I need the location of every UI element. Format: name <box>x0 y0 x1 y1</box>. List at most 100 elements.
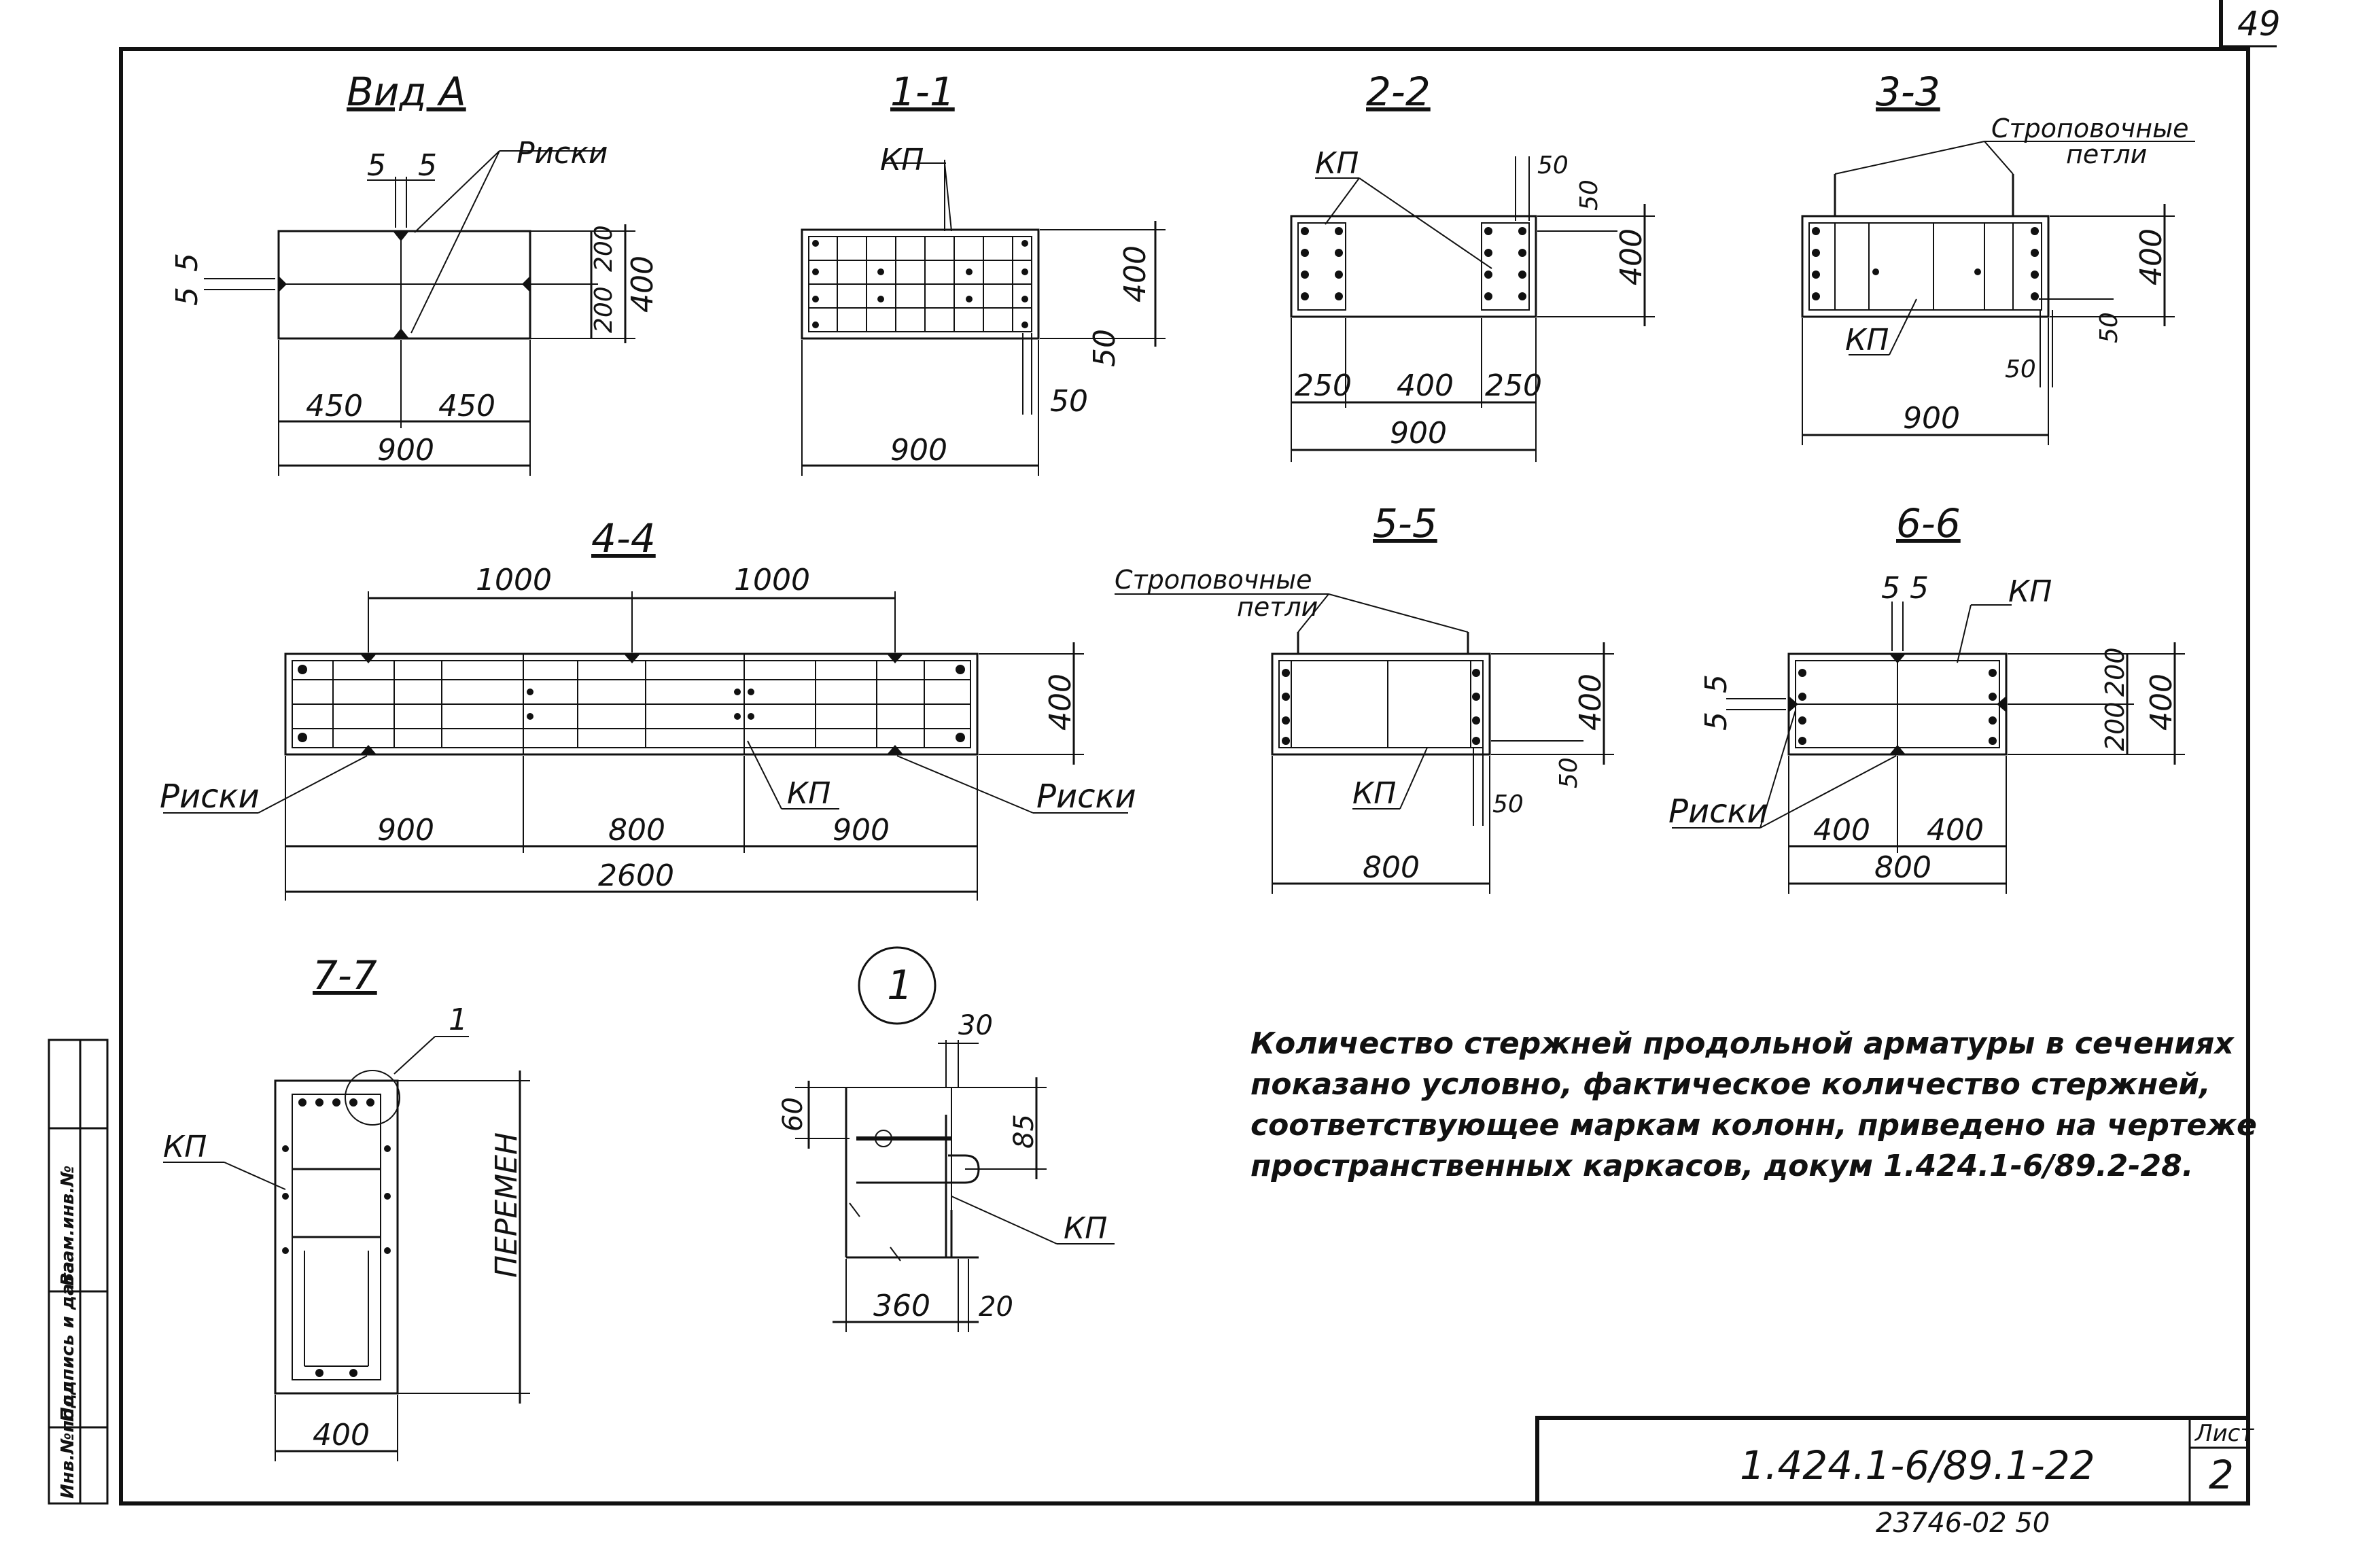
note-line-3: соответствующее маркам колонн, приведено… <box>1250 1108 2257 1143</box>
page-number: 49 <box>2237 4 2281 43</box>
section-4-4-w3: 900 <box>833 813 890 848</box>
section-3-3 <box>1801 141 2195 445</box>
section-3-3-kp: КП <box>1845 323 1889 358</box>
note-line-1: Количество стержней продольной арматуры … <box>1250 1026 2235 1061</box>
section-4-4-title: 4-4 <box>591 515 656 561</box>
view-a-mark-b: 5 <box>418 148 437 183</box>
left-stamp <box>48 1039 109 1505</box>
section-4-4-riski-right: Риски <box>1036 778 1136 816</box>
section-6-6 <box>1672 602 2185 894</box>
view-a-side-b: 5 <box>170 287 205 306</box>
view-a-w-right: 450 <box>438 389 495 423</box>
list-label: Лист <box>2194 1420 2254 1447</box>
view-a-w-total: 900 <box>377 433 434 468</box>
section-4-4-w2: 800 <box>608 813 665 848</box>
view-a-w-left: 450 <box>306 389 363 423</box>
sheet-frame <box>119 0 2277 1506</box>
section-1-1-cover-bot: 50 <box>1050 384 1088 419</box>
detail-1-kp: КП <box>1064 1211 1107 1246</box>
section-6-6-h-top: 200 <box>2100 647 2130 697</box>
section-4-4-h: 400 <box>1043 674 1078 731</box>
section-2-2-w: 900 <box>1390 416 1447 451</box>
stamp-inv-label: Инв.№подл <box>58 1381 78 1499</box>
section-1-1-title: 1-1 <box>890 69 955 115</box>
section-5-5-leader2: петли <box>1237 592 1318 622</box>
section-7-7 <box>163 1036 530 1461</box>
list-number: 2 <box>2209 1452 2234 1498</box>
note-block: Количество стержней продольной арматуры … <box>1250 1026 2257 1183</box>
drawing-code: 1.424.1-6/89.1-22 <box>1740 1442 2095 1489</box>
view-a <box>204 150 635 476</box>
detail-1 <box>795 946 1115 1332</box>
section-6-6-m2: 5 <box>1910 571 1929 606</box>
section-1-1 <box>801 160 1166 476</box>
section-3-3-c2: 50 <box>2005 355 2036 383</box>
stamp-replace-label: Взам.инв.№ <box>58 1166 78 1286</box>
detail-1-left: 60 <box>777 1097 809 1132</box>
section-6-6-h: 400 <box>2144 674 2179 731</box>
detail-1-top: 30 <box>958 1010 993 1041</box>
section-4-4-top-a: 1000 <box>476 563 552 597</box>
view-a-mark-a: 5 <box>367 148 386 183</box>
section-6-6-h-bot: 200 <box>2100 701 2130 751</box>
section-6-6-side-a: 5 <box>1699 674 1734 693</box>
section-1-1-w: 900 <box>890 433 947 468</box>
section-2-2-title: 2-2 <box>1366 69 1431 115</box>
detail-1-right: 85 <box>1009 1114 1040 1149</box>
section-6-6-title: 6-6 <box>1896 500 1961 546</box>
section-2-2-w1: 250 <box>1295 368 1352 403</box>
section-3-3-leader1: Строповочные <box>1991 114 2188 143</box>
section-5-5-w: 800 <box>1363 850 1420 885</box>
section-7-7-kp: КП <box>163 1130 207 1164</box>
section-6-6-m1: 5 <box>1881 571 1900 606</box>
section-5-5-h: 400 <box>1573 674 1608 731</box>
detail-1-small: 20 <box>979 1291 1013 1323</box>
section-1-1-cover-top: 50 <box>1087 329 1122 367</box>
section-2-2-h: 400 <box>1614 228 1649 285</box>
section-5-5-c2: 50 <box>1492 790 1524 818</box>
stamp-sign-label: Подпись и дата <box>58 1261 78 1422</box>
note-line-4: пространственных каркасов, докум 1.424.1… <box>1250 1149 2193 1183</box>
title-block <box>1535 1416 2250 1506</box>
section-2-2-kp: КП <box>1315 146 1359 181</box>
section-6-6-w: 800 <box>1874 850 1931 885</box>
section-6-6-riski: Риски <box>1668 793 1768 831</box>
section-2-2-c2: 50 <box>1575 179 1603 211</box>
section-3-3-w: 900 <box>1903 401 1960 436</box>
section-6-6-w1: 400 <box>1813 813 1870 848</box>
view-a-h-bot: 200 <box>590 286 618 333</box>
section-5-5-kp: КП <box>1352 776 1396 811</box>
section-5-5-title: 5-5 <box>1373 500 1437 546</box>
section-4-4 <box>163 591 1128 901</box>
bottom-number: 23746-02 50 <box>1876 1508 2050 1539</box>
section-4-4-riski-left: Риски <box>160 778 260 816</box>
section-2-2-w2: 400 <box>1397 368 1454 403</box>
section-7-7-w: 400 <box>313 1418 370 1452</box>
section-3-3-c1: 50 <box>2095 312 2123 343</box>
section-3-3-leader2: петли <box>2066 139 2147 169</box>
section-2-2-w3: 250 <box>1485 368 1542 403</box>
view-a-riski: Риски <box>517 136 608 171</box>
section-6-6-side-b: 5 <box>1699 712 1734 731</box>
section-7-7-title: 7-7 <box>313 952 377 998</box>
section-4-4-w: 2600 <box>598 858 674 893</box>
detail-1-bottom: 360 <box>873 1289 930 1323</box>
section-4-4-top-b: 1000 <box>734 563 810 597</box>
view-a-h-total: 400 <box>625 256 660 313</box>
section-5-5-c1: 50 <box>1555 757 1583 788</box>
section-4-4-w1: 900 <box>377 813 434 848</box>
detail-1-number: 1 <box>887 962 913 1009</box>
section-6-6-w2: 400 <box>1927 813 1984 848</box>
section-5-5-leader1: Строповочные <box>1115 565 1312 595</box>
section-2-2 <box>1290 156 1655 462</box>
section-4-4-kp: КП <box>787 776 830 811</box>
view-a-h-top: 200 <box>590 225 618 272</box>
section-1-1-h: 400 <box>1118 245 1153 302</box>
view-a-title: Вид А <box>347 69 466 115</box>
note-line-2: показано условно, фактическое количество… <box>1250 1067 2211 1102</box>
section-3-3-title: 3-3 <box>1876 69 1940 115</box>
section-7-7-callout: 1 <box>449 1003 468 1037</box>
section-5-5 <box>1115 593 1614 894</box>
